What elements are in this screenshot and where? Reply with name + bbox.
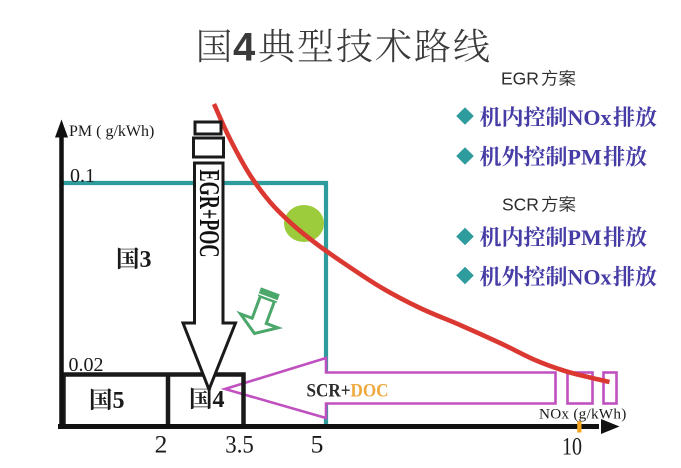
svg-text:0.02: 0.02 xyxy=(69,354,104,376)
svg-text:EGR+POC: EGR+POC xyxy=(193,170,224,258)
svg-text:SCR+DOC: SCR+DOC xyxy=(307,381,389,402)
svg-text:5: 5 xyxy=(311,430,324,459)
svg-text:10: 10 xyxy=(562,432,582,461)
svg-text:PM: PM xyxy=(568,145,602,170)
svg-text:NOx: NOx xyxy=(568,105,612,130)
svg-text:PM ( g/kWh): PM ( g/kWh) xyxy=(69,123,154,140)
svg-text:SCR: SCR xyxy=(502,195,539,215)
svg-text:EGR: EGR xyxy=(501,69,539,89)
svg-text:3: 3 xyxy=(140,247,152,273)
svg-text:0.1: 0.1 xyxy=(70,165,95,187)
svg-text:5: 5 xyxy=(113,388,125,414)
svg-text:NOx: NOx xyxy=(568,265,612,290)
svg-text:4: 4 xyxy=(233,26,256,70)
svg-text:3.5: 3.5 xyxy=(225,430,254,459)
svg-text:PM: PM xyxy=(568,225,602,250)
svg-text:4: 4 xyxy=(213,387,225,413)
svg-text:NOx (g/kWh): NOx (g/kWh) xyxy=(539,406,627,423)
svg-text:2: 2 xyxy=(155,430,168,459)
